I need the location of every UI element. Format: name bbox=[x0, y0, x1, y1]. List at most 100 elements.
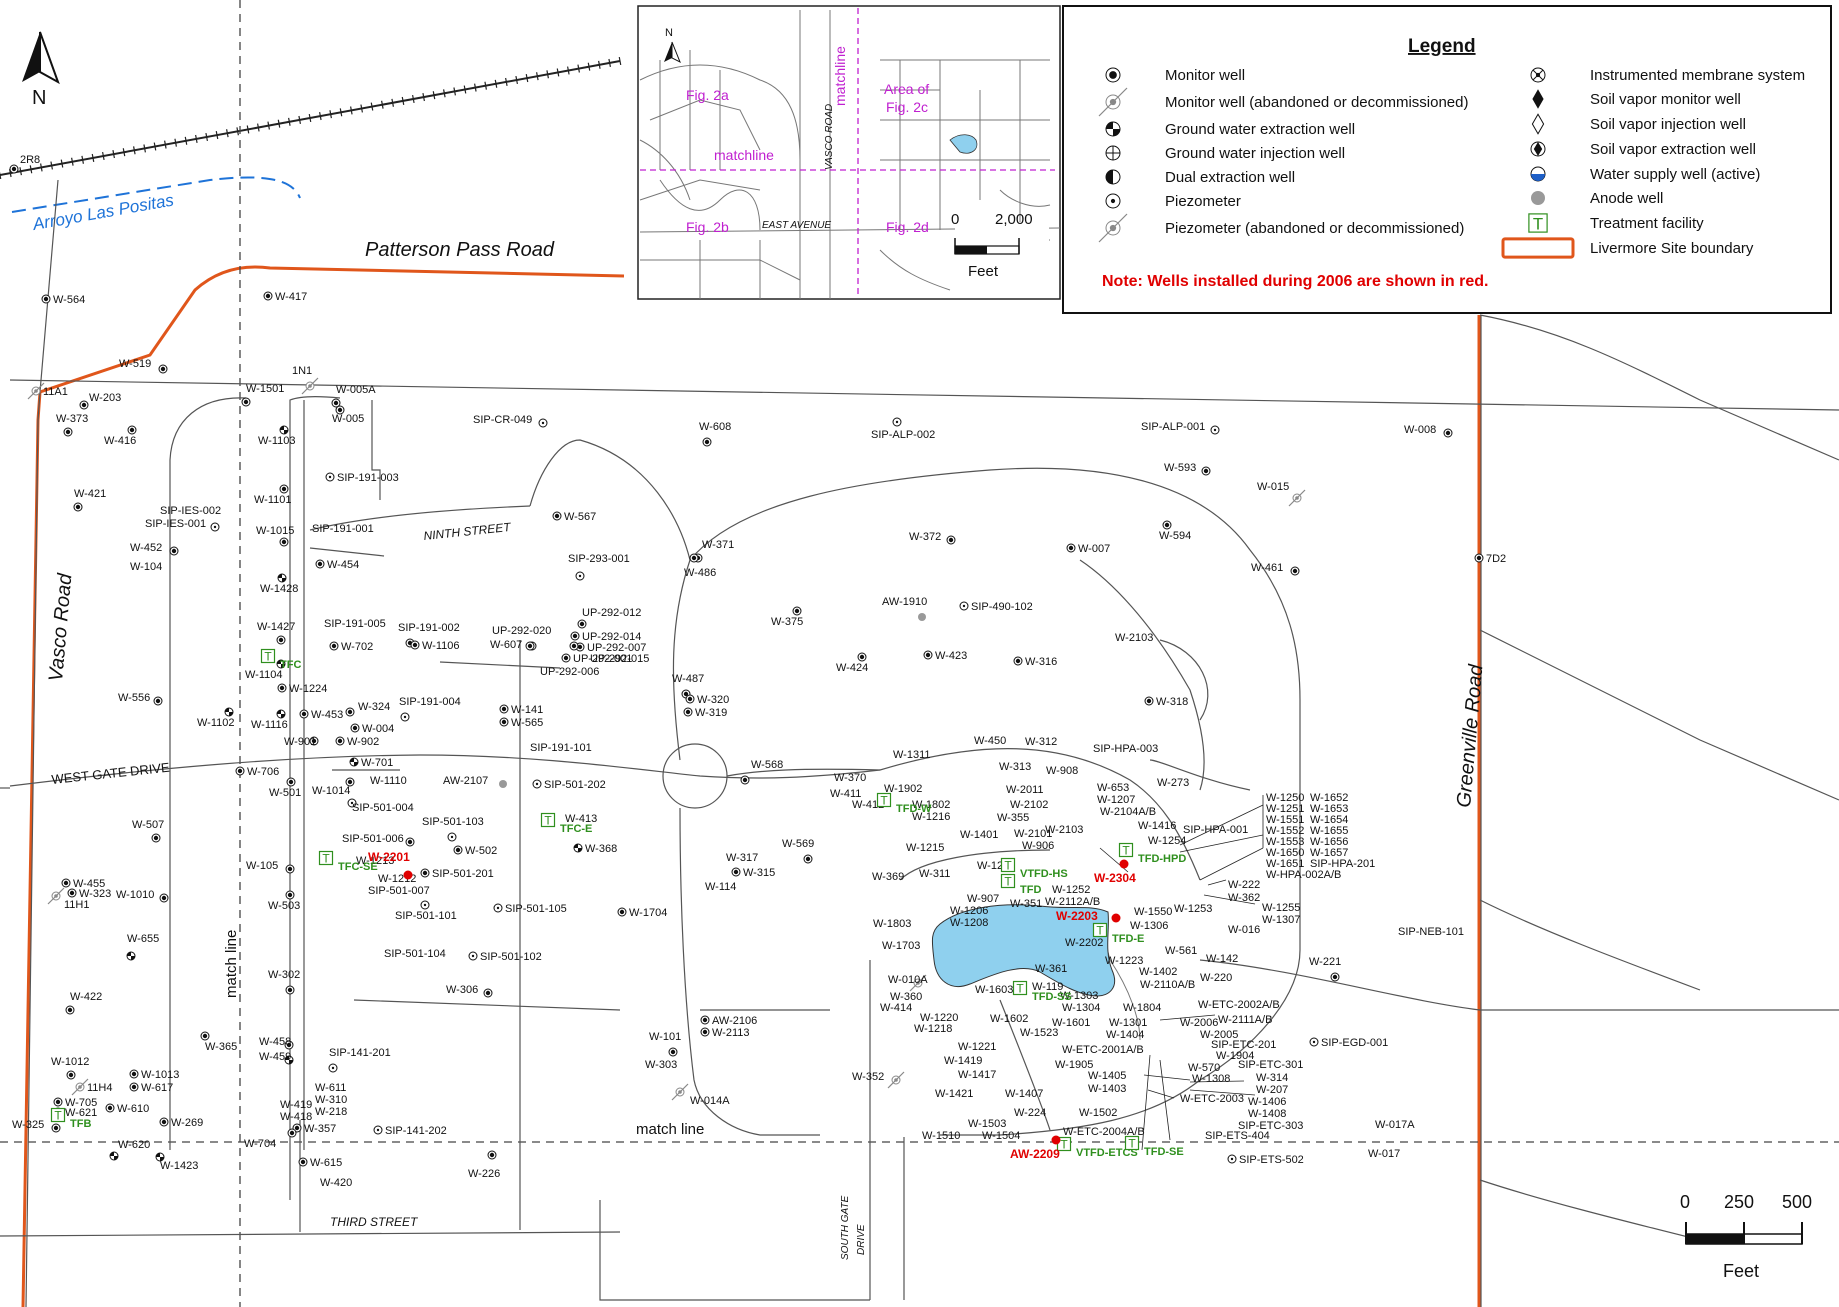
well-label: W-568 bbox=[751, 759, 783, 771]
well-label: W-1419 bbox=[944, 1055, 982, 1067]
m-symbol-icon bbox=[298, 1157, 308, 1167]
facility-label: TFB bbox=[70, 1118, 91, 1130]
m-symbol-icon bbox=[129, 1082, 139, 1092]
p-symbol-icon bbox=[400, 712, 410, 722]
patterson-pass-road-label: Patterson Pass Road bbox=[365, 239, 555, 261]
well: W-1510 bbox=[922, 1130, 960, 1142]
well: W-1213 bbox=[356, 855, 394, 867]
m-symbol-icon bbox=[287, 1128, 297, 1138]
well: W-1306 bbox=[1130, 920, 1168, 932]
well: W-226 bbox=[468, 1150, 500, 1180]
m-symbol-icon bbox=[1290, 566, 1300, 576]
railroad-tick bbox=[577, 64, 580, 73]
p-symbol-icon bbox=[1309, 1037, 1319, 1047]
scale-zero: 0 bbox=[1680, 1192, 1690, 1212]
well-label: W-101 bbox=[649, 1031, 681, 1043]
well: W-1311 bbox=[893, 749, 931, 761]
callout-line bbox=[1189, 1089, 1256, 1096]
railroad-tick bbox=[40, 163, 43, 172]
well: W-1253 bbox=[1174, 903, 1212, 915]
p-symbol-icon bbox=[347, 798, 357, 808]
well: W-2111A/B bbox=[1218, 1014, 1272, 1026]
legend-right-item: Instrumented membrane system bbox=[1590, 67, 1805, 84]
m-symbol-icon bbox=[700, 1027, 710, 1037]
callout-line bbox=[1189, 1080, 1245, 1083]
well: W-1303 bbox=[1060, 990, 1098, 1002]
railroad-tick bbox=[102, 151, 105, 161]
well: 11H1 bbox=[47, 887, 89, 911]
railroad-tick bbox=[401, 96, 405, 105]
well: W-310 bbox=[315, 1094, 347, 1106]
well-label: W-310 bbox=[315, 1094, 347, 1106]
well: W-453 bbox=[299, 709, 343, 721]
well: W-567 bbox=[552, 511, 596, 523]
well: W-368 bbox=[573, 843, 617, 855]
railroad-tick bbox=[618, 56, 622, 66]
well-label: W-593 bbox=[1164, 462, 1196, 474]
p-symbol-icon bbox=[1227, 1154, 1237, 1164]
well: W-906 bbox=[1022, 840, 1054, 852]
m-symbol-icon bbox=[279, 537, 289, 547]
well: W-2011 bbox=[1006, 784, 1044, 796]
m-symbol-icon bbox=[923, 650, 933, 660]
well-list-label: W-1653 bbox=[1310, 803, 1348, 815]
well-label: W-352 bbox=[852, 1071, 884, 1083]
m-symbol-icon bbox=[1105, 67, 1121, 83]
well: SIP-501-102 bbox=[468, 951, 542, 963]
well-label: W-ETC-2001A/B bbox=[1062, 1044, 1144, 1056]
well-label: W-2101 bbox=[1014, 828, 1052, 840]
m-symbol-icon bbox=[285, 864, 295, 874]
well: UP-292-006 bbox=[540, 666, 599, 678]
well: W-224 bbox=[1014, 1107, 1046, 1119]
well: W-317 bbox=[726, 852, 758, 864]
m-symbol-icon bbox=[420, 868, 430, 878]
well-label: W-372 bbox=[909, 531, 941, 543]
well: W-1216 bbox=[912, 811, 950, 823]
tf-symbol-icon: T bbox=[876, 792, 892, 808]
m-symbol-icon bbox=[73, 502, 83, 512]
well: W-016 bbox=[1228, 924, 1260, 936]
a-symbol-icon bbox=[301, 377, 319, 395]
well-label: W-017 bbox=[1368, 1148, 1400, 1160]
well: W-704 bbox=[244, 1128, 297, 1150]
well-label: SIP-NEB-101 bbox=[1398, 926, 1464, 938]
ge-symbol-icon bbox=[349, 757, 359, 767]
well: W-615 bbox=[298, 1157, 342, 1169]
well-label: W-2113 bbox=[712, 1027, 750, 1039]
well-label: SIP-EGD-001 bbox=[1321, 1037, 1388, 1049]
tf-symbol-icon: T bbox=[1124, 1135, 1140, 1151]
m-symbol-icon bbox=[685, 694, 695, 704]
well: W-420 bbox=[320, 1177, 352, 1189]
m-symbol-icon bbox=[483, 988, 493, 998]
well-label: W-608 bbox=[699, 421, 731, 433]
well-label: SIP-501-007 bbox=[368, 885, 430, 897]
m-symbol-icon bbox=[200, 1031, 210, 1041]
well: SIP-ETC-303 bbox=[1238, 1120, 1303, 1132]
well: W-486 bbox=[684, 553, 716, 579]
ge-symbol-icon bbox=[277, 573, 287, 583]
m-symbol-icon bbox=[159, 893, 169, 903]
railroad-tick bbox=[267, 121, 270, 130]
legend-right-item: Soil vapor injection well bbox=[1590, 116, 1746, 133]
retention-pond bbox=[931, 904, 1116, 997]
ge-symbol-icon bbox=[276, 709, 286, 719]
street-network bbox=[0, 179, 1839, 1307]
well-label: W-ETC-2004A/B bbox=[1063, 1126, 1145, 1138]
well: SIP-141-201 bbox=[328, 1047, 391, 1073]
well: W-015 bbox=[1257, 481, 1306, 507]
well-label: 7D2 bbox=[1486, 553, 1506, 565]
well: W-1104 bbox=[245, 659, 286, 681]
well-label: W-1223 bbox=[1105, 955, 1143, 967]
well-label: W-1504 bbox=[982, 1130, 1020, 1142]
well: W-413 bbox=[565, 813, 597, 825]
well: W-454 bbox=[315, 559, 359, 571]
m-symbol-icon bbox=[79, 400, 89, 410]
well-label: W-222 bbox=[1228, 879, 1260, 891]
railroad-tick bbox=[133, 146, 136, 155]
well: W-458 bbox=[259, 1036, 294, 1050]
well-label: W-1253 bbox=[1174, 903, 1212, 915]
well: W-017A bbox=[1375, 1119, 1415, 1131]
svg-text:T: T bbox=[1060, 1138, 1068, 1152]
